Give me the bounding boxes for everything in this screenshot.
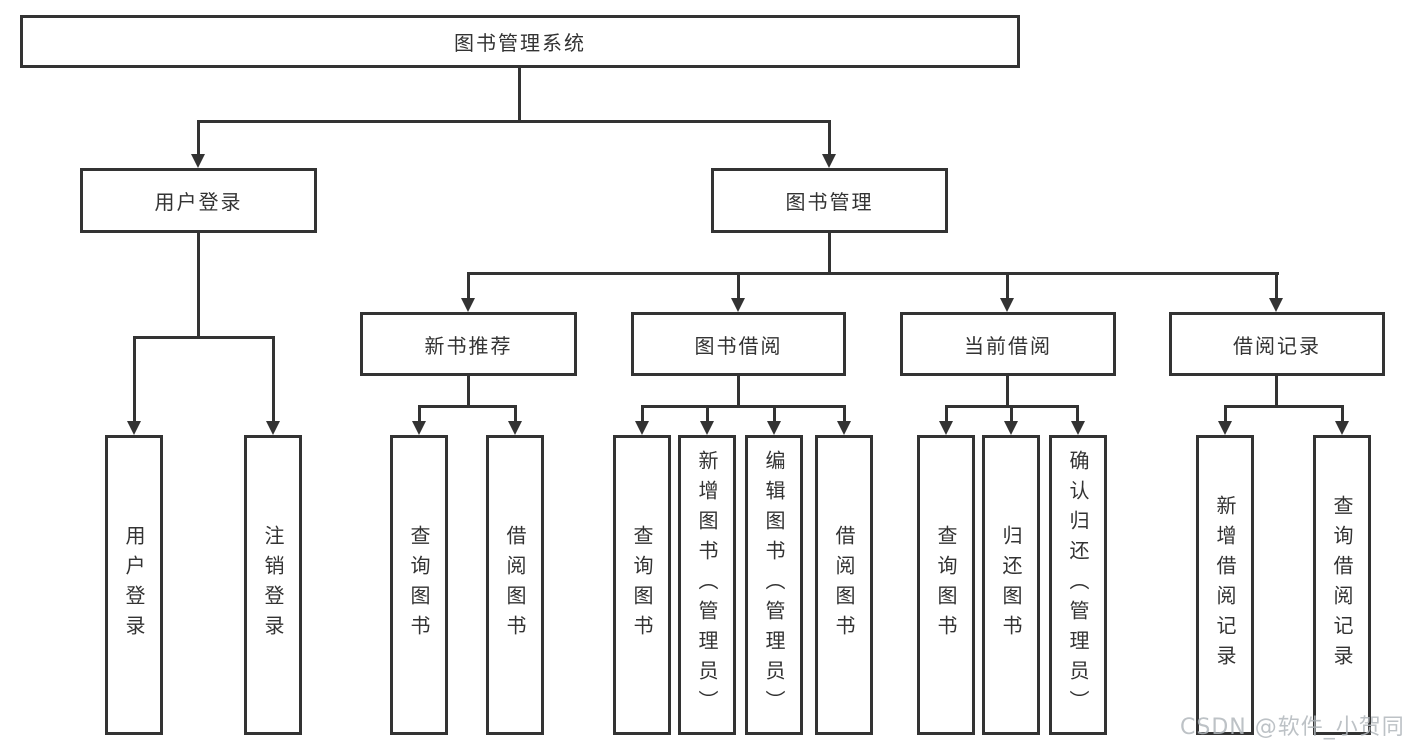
connector-drop-leaf [945, 405, 948, 421]
connector-drop-leaf [1341, 405, 1344, 421]
connector-drop-leaf [272, 336, 275, 421]
leaf-query-borrow-record-label: 查询借阅记录 [1330, 495, 1354, 675]
node-borrow-records: 借阅记录 [1169, 312, 1385, 376]
connector-user-login-stem [197, 233, 200, 336]
connector-drop-leaf [1076, 405, 1079, 421]
leaf-add-borrow-record: 新增借阅记录 [1196, 435, 1254, 735]
leaf-edit-book-admin: 编辑图书（管理员） [745, 435, 803, 735]
leaf-query-books-current: 查询图书 [917, 435, 975, 735]
arrow-down-icon [1071, 421, 1085, 435]
node-book-borrow: 图书借阅 [631, 312, 846, 376]
node-new-book-recommend-label: 新书推荐 [424, 333, 513, 358]
leaf-confirm-return-admin: 确认归还（管理员） [1049, 435, 1107, 735]
leaf-logout-label: 注销登录 [261, 525, 285, 645]
leaf-confirm-return-admin-label: 确认归还（管理员） [1066, 450, 1090, 720]
connector-root-stem [518, 67, 521, 120]
arrow-down-icon [1218, 421, 1232, 435]
connector-new-book-stem [467, 376, 470, 405]
arrow-down-icon [635, 421, 649, 435]
connector-current-borrow-stem [1006, 376, 1009, 405]
arrow-down-icon [731, 298, 745, 312]
arrow-down-icon [837, 421, 851, 435]
leaf-add-borrow-record-label: 新增借阅记录 [1213, 495, 1237, 675]
arrow-down-icon [767, 421, 781, 435]
leaf-query-books-recommend: 查询图书 [390, 435, 448, 735]
node-borrow-records-label: 借阅记录 [1233, 333, 1321, 358]
node-new-book-recommend: 新书推荐 [360, 312, 577, 376]
node-book-management: 图书管理 [711, 168, 948, 233]
leaf-return-books-label: 归还图书 [999, 525, 1023, 645]
connector-drop-leaf [843, 405, 846, 421]
connector-drop-leaf [641, 405, 644, 421]
connector-drop-module [467, 272, 470, 298]
arrow-down-icon [700, 421, 714, 435]
connector-book-borrow-rail [641, 405, 846, 408]
csdn-watermark: CSDN @软件_小贺同学 [1180, 715, 1405, 740]
connector-new-book-rail [418, 405, 517, 408]
arrow-down-icon [191, 154, 205, 168]
connector-borrow-records-stem [1275, 376, 1278, 405]
node-user-login: 用户登录 [80, 168, 317, 233]
connector-user-login-rail [133, 336, 275, 339]
arrow-down-icon [1269, 298, 1283, 312]
leaf-edit-book-admin-label: 编辑图书（管理员） [762, 450, 786, 720]
arrow-down-icon [412, 421, 426, 435]
connector-drop-book-management [828, 120, 831, 155]
arrow-down-icon [1004, 421, 1018, 435]
arrow-down-icon [461, 298, 475, 312]
connector-borrow-records-rail [1224, 405, 1343, 408]
connector-book-management-stem [828, 233, 831, 272]
connector-drop-user-login [197, 120, 200, 155]
leaf-query-books-recommend-label: 查询图书 [407, 525, 431, 645]
connector-drop-module [1006, 272, 1009, 298]
leaf-user-login-label: 用户登录 [122, 525, 146, 645]
leaf-borrow-books-label: 借阅图书 [832, 525, 856, 645]
connector-book-borrow-stem [737, 376, 740, 405]
arrow-down-icon [822, 154, 836, 168]
node-book-borrow-label: 图书借阅 [694, 333, 783, 358]
connector-book-management-rail [467, 272, 1279, 275]
leaf-add-book-admin-label: 新增图书（管理员） [695, 450, 719, 720]
leaf-user-login: 用户登录 [105, 435, 163, 735]
connector-root-rail [197, 120, 831, 123]
connector-drop-leaf [1010, 405, 1013, 421]
node-root: 图书管理系统 [20, 15, 1020, 68]
leaf-query-books-borrow-label: 查询图书 [630, 525, 654, 645]
node-current-borrow: 当前借阅 [900, 312, 1116, 376]
node-current-borrow-label: 当前借阅 [964, 333, 1052, 358]
leaf-return-books: 归还图书 [982, 435, 1040, 735]
arrow-down-icon [266, 421, 280, 435]
connector-drop-leaf [514, 405, 517, 421]
leaf-logout: 注销登录 [244, 435, 302, 735]
node-book-management-label: 图书管理 [785, 190, 874, 214]
arrow-down-icon [939, 421, 953, 435]
node-user-login-label: 用户登录 [154, 190, 243, 214]
leaf-query-borrow-record: 查询借阅记录 [1313, 435, 1371, 735]
arrow-down-icon [508, 421, 522, 435]
leaf-borrow-books-recommend: 借阅图书 [486, 435, 544, 735]
leaf-query-books-borrow: 查询图书 [613, 435, 671, 735]
leaf-add-book-admin: 新增图书（管理员） [678, 435, 736, 735]
arrow-down-icon [1000, 298, 1014, 312]
connector-drop-module [1275, 272, 1278, 298]
connector-drop-leaf [773, 405, 776, 421]
leaf-borrow-books-recommend-label: 借阅图书 [503, 525, 527, 645]
connector-drop-leaf [133, 336, 136, 421]
connector-drop-leaf [706, 405, 709, 421]
leaf-borrow-books: 借阅图书 [815, 435, 873, 735]
leaf-query-books-current-label: 查询图书 [934, 525, 958, 645]
connector-drop-leaf [1224, 405, 1227, 421]
connector-drop-module [737, 272, 740, 298]
connector-drop-leaf [418, 405, 421, 421]
arrow-down-icon [1335, 421, 1349, 435]
arrow-down-icon [127, 421, 141, 435]
node-root-label: 图书管理系统 [454, 31, 586, 55]
